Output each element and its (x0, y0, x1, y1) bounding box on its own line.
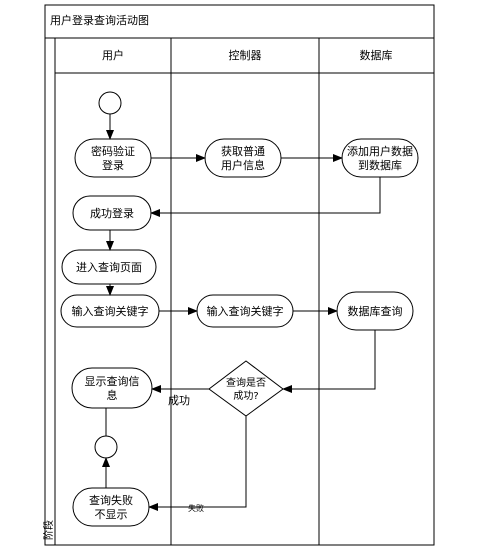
action-login-success-label: 成功登录 (90, 206, 134, 220)
lane-header-controller: 控制器 (229, 48, 262, 62)
action-fetch-info-line-2: 用户信息 (221, 158, 265, 172)
action-input-keyword-controller[interactable]: 输入查询关键字 (196, 294, 294, 328)
action-add-data-line-2: 到数据库 (358, 158, 402, 172)
action-input-keyword-user[interactable]: 输入查询关键字 (60, 294, 160, 328)
action-input-keyword-user-label: 输入查询关键字 (72, 304, 149, 318)
action-db-query[interactable]: 数据库查询 (336, 291, 414, 331)
action-db-query-label: 数据库查询 (348, 304, 403, 318)
edge-decision-fail (148, 416, 247, 511)
action-query-fail-line-2: 不显示 (95, 508, 128, 521)
action-query-fail-line-1: 查询失败 (89, 493, 133, 507)
side-band-label: 阶段 (42, 520, 55, 540)
action-add-data-line-1: 添加用户数据 (347, 144, 413, 158)
edge-add-to-login (150, 177, 381, 217)
action-login-success[interactable]: 成功登录 (72, 195, 152, 231)
action-verify-line-1: 密码验证 (91, 144, 135, 158)
decision-line-1: 查询是否 (226, 376, 266, 389)
action-show-info-line-1: 显示查询信 (85, 374, 140, 388)
start-node (98, 91, 122, 115)
merge-node (94, 435, 118, 459)
decision-query-success[interactable]: 查询是否 成功? (208, 360, 284, 417)
edge-db-to-decision (282, 330, 376, 393)
action-enter-query-page[interactable]: 进入查询页面 (61, 249, 157, 285)
edge-label-fail: 失败 (188, 503, 204, 513)
action-show-info-line-2: 息 (107, 388, 118, 402)
action-input-keyword-controller-label: 输入查询关键字 (207, 304, 284, 318)
action-fetch-info[interactable]: 获取普通 用户信息 (204, 138, 282, 178)
action-show-info[interactable]: 显示查询信 息 (71, 367, 153, 409)
lane-header-user: 用户 (102, 48, 124, 62)
action-verify-line-2: 登录 (102, 158, 124, 172)
diagram-frame (44, 4, 435, 546)
action-query-fail[interactable]: 查询失败 不显示 (72, 487, 150, 527)
decision-line-2: 成功? (233, 390, 258, 402)
diagram-title: 用户登录查询活动图 (50, 13, 149, 27)
lane-header-database: 数据库 (360, 48, 393, 62)
action-fetch-info-line-1: 获取普通 (221, 144, 265, 158)
action-verify[interactable]: 密码验证 登录 (74, 138, 152, 178)
action-add-data[interactable]: 添加用户数据 到数据库 (341, 138, 419, 178)
action-enter-query-page-label: 进入查询页面 (76, 260, 142, 274)
edge-label-success: 成功 (168, 394, 190, 407)
